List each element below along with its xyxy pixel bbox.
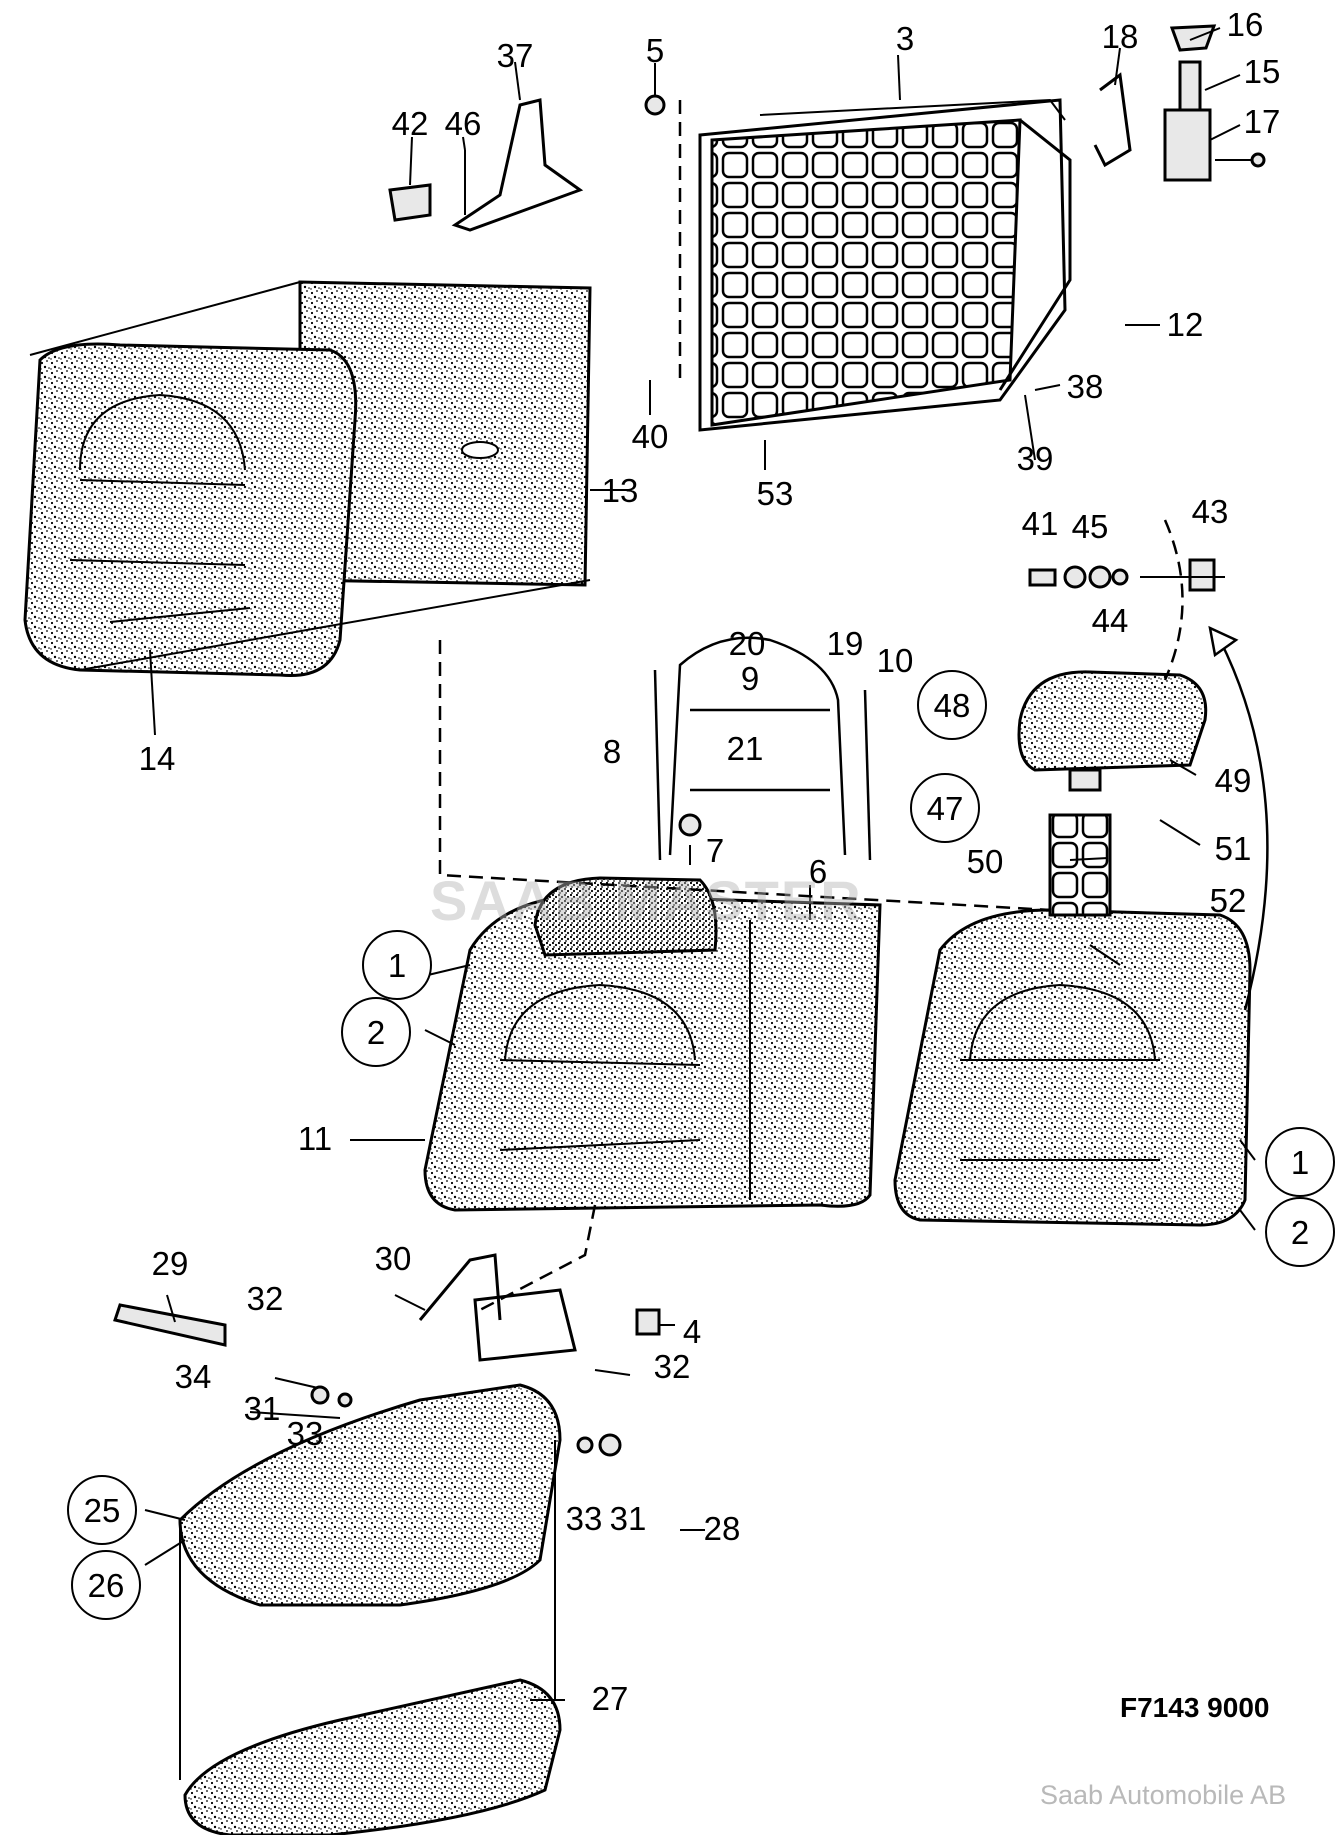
callout-27: 27 <box>592 1680 629 1717</box>
callout-26: 26 <box>88 1567 125 1604</box>
rear-seat-back-right <box>893 908 1252 1227</box>
callout-38: 38 <box>1067 368 1104 405</box>
head-restraint <box>1017 670 1208 772</box>
callout-2: 2 <box>367 1014 385 1051</box>
callout-6: 6 <box>809 853 827 890</box>
callout-46: 46 <box>445 105 482 142</box>
callout-50: 50 <box>967 843 1004 880</box>
callout-4: 4 <box>683 1313 701 1350</box>
callout-39: 39 <box>1017 440 1054 477</box>
panel-slot <box>461 441 499 459</box>
back-cushion <box>23 342 358 678</box>
callout-circles <box>67 670 1335 1620</box>
callout-8: 8 <box>603 733 621 770</box>
callout-33a: 33 <box>287 1415 324 1452</box>
watermark: SAAB MASTER <box>430 869 863 932</box>
callout-48: 48 <box>934 687 971 724</box>
callout-32a: 32 <box>247 1280 284 1317</box>
callout-12: 12 <box>1167 306 1204 343</box>
callout-15: 15 <box>1244 53 1281 90</box>
seat-cushion <box>178 1383 562 1607</box>
seat-cushion-frame <box>183 1678 562 1835</box>
callout-52: 52 <box>1210 882 1247 919</box>
callout-43: 43 <box>1192 493 1229 530</box>
callout-25: 25 <box>84 1492 121 1529</box>
callout-45: 45 <box>1072 508 1109 545</box>
figure-code: F7143 9000 <box>1120 1692 1270 1723</box>
callout-41: 41 <box>1022 505 1059 542</box>
callout-7: 7 <box>706 832 724 869</box>
callout-42: 42 <box>392 105 429 142</box>
callout-2b: 2 <box>1291 1214 1309 1251</box>
head-restraint-guide <box>1048 813 1112 917</box>
callout-44: 44 <box>1092 602 1129 639</box>
callout-10: 10 <box>877 642 914 679</box>
callout-5: 5 <box>646 32 664 69</box>
seat-back-frame <box>698 98 1072 432</box>
callout-16: 16 <box>1227 6 1264 43</box>
bolt-washer-set <box>1028 519 1225 681</box>
callout-47: 47 <box>927 790 964 827</box>
head-restraint-bracket <box>388 94 666 232</box>
callout-9: 9 <box>741 660 759 697</box>
callout-13: 13 <box>602 472 639 509</box>
callout-20: 20 <box>729 625 766 662</box>
seat-hinge <box>113 1253 661 1457</box>
callout-28: 28 <box>704 1510 741 1547</box>
callout-53: 53 <box>757 475 794 512</box>
callout-34: 34 <box>175 1358 212 1395</box>
callout-51: 51 <box>1215 830 1252 867</box>
callout-19: 19 <box>827 625 864 662</box>
copyright-label: Saab Automobile AB <box>1040 1780 1287 1810</box>
callout-18: 18 <box>1102 18 1139 55</box>
callout-33b: 33 <box>566 1500 603 1537</box>
callout-1b: 1 <box>1291 1144 1309 1181</box>
callout-1: 1 <box>388 947 406 984</box>
support-rods <box>653 636 872 861</box>
callout-31b: 31 <box>610 1500 647 1537</box>
callout-49: 49 <box>1215 762 1252 799</box>
callout-30: 30 <box>375 1240 412 1277</box>
leader-lines <box>144 27 1256 1701</box>
callout-17: 17 <box>1244 103 1281 140</box>
callout-40: 40 <box>632 418 669 455</box>
callout-32b: 32 <box>654 1348 691 1385</box>
callout-29: 29 <box>152 1245 189 1282</box>
callout-37: 37 <box>497 37 534 74</box>
callout-14: 14 <box>139 740 176 777</box>
callout-3: 3 <box>896 20 914 57</box>
rear-seat-back-left <box>423 893 882 1212</box>
callout-21: 21 <box>727 730 764 767</box>
callout-11: 11 <box>298 1120 332 1157</box>
callout-31a: 31 <box>244 1390 281 1427</box>
integrated-head-restraint <box>533 876 718 957</box>
